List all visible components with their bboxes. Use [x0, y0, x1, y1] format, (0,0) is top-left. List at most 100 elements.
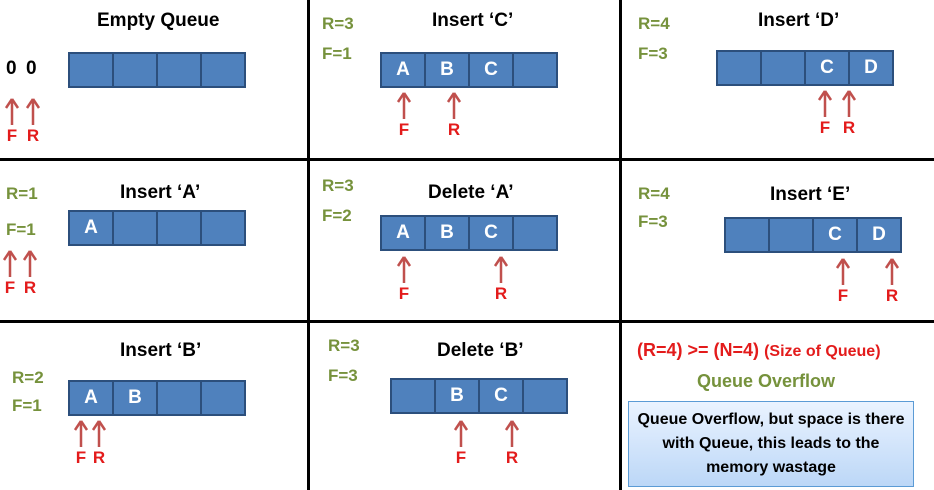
- pointer-label: R: [23, 278, 37, 297]
- panel-title: Insert ‘B’: [120, 340, 202, 361]
- queue-cell: [68, 52, 114, 88]
- pointer-label: R: [494, 284, 508, 303]
- queue-cell: [156, 210, 202, 246]
- queue-cell: [522, 378, 568, 414]
- queue-array: A B C: [380, 52, 558, 88]
- pointer-label: F: [398, 284, 410, 303]
- panel-title: Insert ‘A’: [120, 182, 201, 203]
- panel-title: Empty Queue: [97, 10, 220, 31]
- queue-cell: [390, 378, 436, 414]
- pointer-label: R: [447, 120, 461, 139]
- rear-variable: R=2: [12, 368, 44, 387]
- queue-cell: C: [468, 215, 514, 251]
- up-arrow-icon: [396, 92, 412, 119]
- up-arrow-icon: [73, 420, 89, 447]
- rear-variable: R=3: [328, 336, 360, 355]
- rear-variable: R=3: [322, 176, 354, 195]
- rear-pointer: R: [23, 98, 43, 158]
- up-arrow-icon: [884, 258, 900, 285]
- pointer-label: F: [455, 448, 467, 467]
- queue-cell: [724, 217, 770, 253]
- pointer-label: R: [92, 448, 106, 467]
- queue-cell: B: [112, 380, 158, 416]
- grid-divider-vertical-1: [307, 0, 310, 490]
- rear-pointer: R: [491, 256, 511, 316]
- pointer-label: F: [819, 118, 831, 137]
- queue-cell: [768, 217, 814, 253]
- front-variable: F=3: [638, 212, 668, 231]
- front-pointer: F: [2, 98, 22, 158]
- queue-cell: A: [380, 215, 426, 251]
- rear-pointer: R: [839, 90, 859, 150]
- up-arrow-icon: [2, 250, 18, 277]
- pointer-label: F: [75, 448, 87, 467]
- panel-title: Insert ‘D’: [758, 10, 840, 31]
- overflow-condition: (R=4) >= (N=4): [637, 340, 760, 360]
- rear-pointer: R: [20, 250, 40, 310]
- grid-divider-vertical-2: [619, 0, 622, 490]
- queue-cell: [112, 52, 158, 88]
- overflow-label: Queue Overflow: [697, 371, 836, 391]
- front-variable: F=3: [638, 44, 668, 63]
- panel-title: Delete ‘A’: [428, 182, 514, 203]
- up-arrow-icon: [396, 256, 412, 283]
- memory-wastage-note: Queue Overflow, but space is there with …: [628, 401, 914, 487]
- queue-cell: [156, 380, 202, 416]
- pointer-label: R: [505, 448, 519, 467]
- overflow-condition-note: (Size of Queue): [764, 343, 881, 360]
- front-value: 0: [6, 58, 17, 79]
- queue-cell: [716, 50, 762, 86]
- queue-array: B C: [390, 378, 568, 414]
- queue-cell: [200, 210, 246, 246]
- rear-variable: R=4: [638, 184, 670, 203]
- up-arrow-icon: [4, 98, 20, 125]
- front-pointer: F: [0, 250, 20, 310]
- rear-pointer: R: [89, 420, 109, 480]
- queue-cell: [512, 215, 558, 251]
- pointer-label: F: [6, 126, 18, 145]
- queue-cell: C: [478, 378, 524, 414]
- queue-array: [68, 52, 246, 88]
- front-variable: F=1: [12, 396, 42, 415]
- up-arrow-icon: [841, 90, 857, 117]
- queue-array: C D: [716, 50, 894, 86]
- queue-cell: B: [424, 215, 470, 251]
- front-pointer: F: [394, 92, 414, 152]
- rear-pointer: R: [502, 420, 522, 480]
- grid-divider-horizontal-1: [0, 158, 934, 161]
- panel-title: Delete ‘B’: [437, 340, 524, 361]
- front-variable: F=1: [6, 220, 36, 239]
- rear-variable: R=3: [322, 14, 354, 33]
- up-arrow-icon: [25, 98, 41, 125]
- queue-cell: C: [468, 52, 514, 88]
- pointer-label: R: [885, 286, 899, 305]
- up-arrow-icon: [22, 250, 38, 277]
- pointer-label: R: [26, 126, 40, 145]
- pointer-label: R: [842, 118, 856, 137]
- front-pointer: F: [815, 90, 835, 150]
- queue-cell: A: [68, 380, 114, 416]
- pointer-label: F: [837, 286, 849, 305]
- panel-title: Insert ‘E’: [770, 184, 851, 205]
- rear-variable: R=4: [638, 14, 670, 33]
- queue-cell: [112, 210, 158, 246]
- pointer-label: F: [398, 120, 410, 139]
- up-arrow-icon: [504, 420, 520, 447]
- queue-cell: [512, 52, 558, 88]
- front-variable: F=3: [328, 366, 358, 385]
- panel-title: Insert ‘C’: [432, 10, 514, 31]
- queue-cell: B: [424, 52, 470, 88]
- front-pointer: F: [71, 420, 91, 480]
- queue-cell: [760, 50, 806, 86]
- up-arrow-icon: [446, 92, 462, 119]
- queue-array: C D: [724, 217, 902, 253]
- grid-divider-horizontal-2: [0, 320, 934, 323]
- up-arrow-icon: [453, 420, 469, 447]
- queue-array: A: [68, 210, 246, 246]
- pointer-label: F: [4, 278, 16, 297]
- rear-value: 0: [26, 58, 37, 79]
- rear-pointer: R: [882, 258, 902, 318]
- queue-cell: C: [812, 217, 858, 253]
- up-arrow-icon: [835, 258, 851, 285]
- front-variable: F=2: [322, 206, 352, 225]
